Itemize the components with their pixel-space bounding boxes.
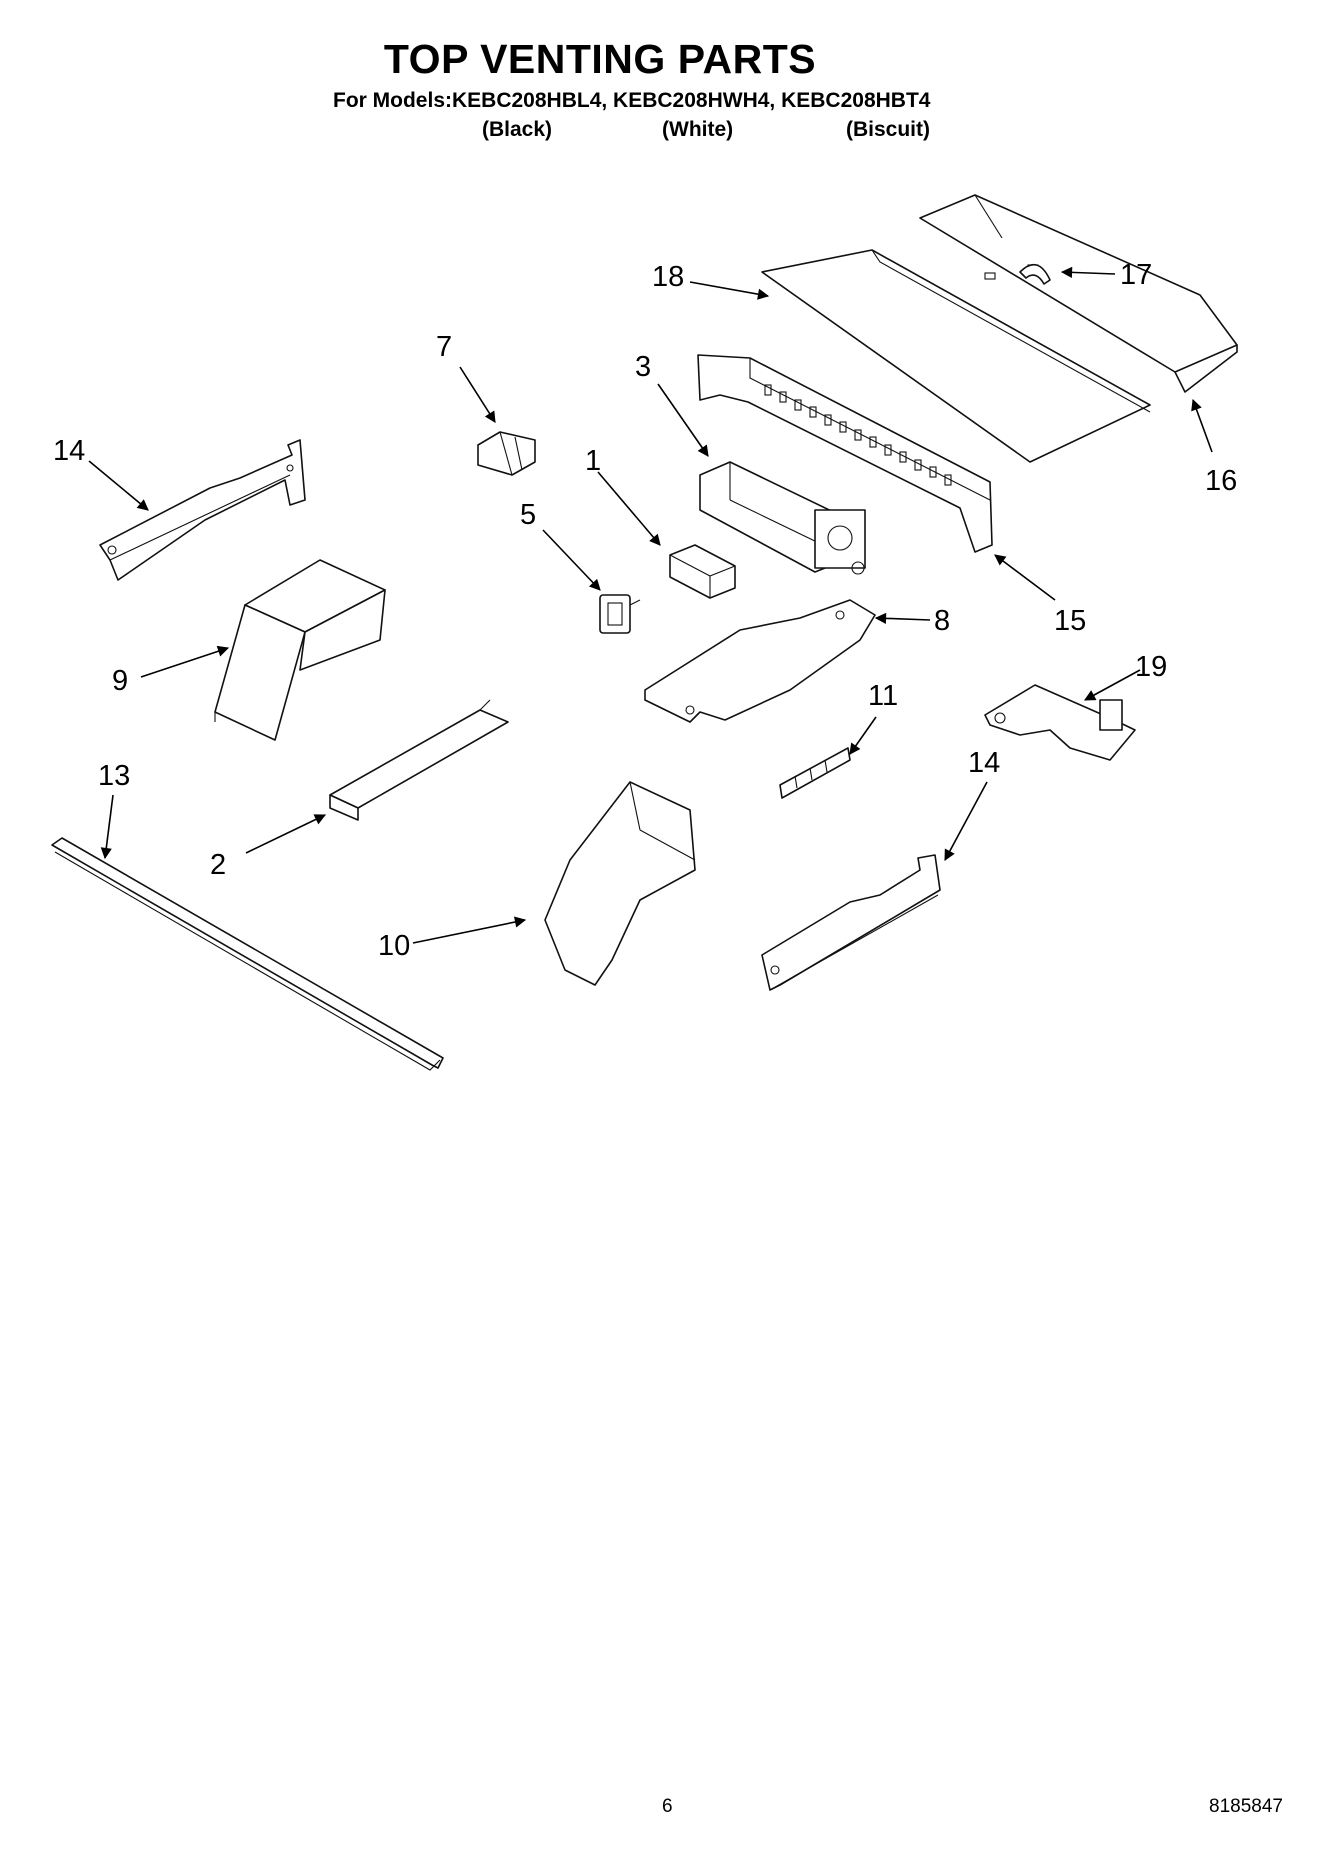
part-14-right-bracket bbox=[761, 854, 941, 991]
part-18-vent-panel bbox=[761, 249, 1151, 463]
callout-15: 15 bbox=[1054, 605, 1086, 637]
callout-9: 10 bbox=[378, 930, 410, 962]
part-1-insulator-block bbox=[669, 544, 736, 599]
callout-5: 5 bbox=[520, 499, 536, 531]
callout-17: 17 bbox=[1120, 259, 1152, 291]
part-3-motor-assembly bbox=[699, 461, 866, 575]
part-9-deflector bbox=[544, 781, 696, 986]
part-13-front-strip bbox=[51, 837, 444, 1071]
part-15-perforated-channel bbox=[697, 354, 993, 553]
part-11-terminal-strip bbox=[779, 747, 851, 799]
part-2-channel bbox=[329, 699, 509, 821]
color-biscuit: (Biscuit) bbox=[846, 118, 930, 141]
callout-10: 8 bbox=[934, 605, 950, 637]
color-black: (Black) bbox=[482, 118, 553, 141]
part-16-top-cover bbox=[919, 194, 1238, 393]
callout-2: 2 bbox=[210, 849, 226, 881]
part-5-switch bbox=[599, 594, 641, 634]
part-10-mounting-plate bbox=[644, 599, 876, 723]
part-14-left-bracket bbox=[99, 439, 306, 581]
callout-19: 19 bbox=[1135, 651, 1167, 683]
part-8-duct bbox=[214, 559, 386, 741]
callout-14-right: 14 bbox=[968, 747, 1000, 779]
callout-1: 1 bbox=[585, 445, 601, 477]
document-number: 8185847 bbox=[1209, 1796, 1283, 1817]
page-number: 6 bbox=[662, 1796, 673, 1817]
callout-11: 11 bbox=[868, 680, 898, 712]
part-17-clip bbox=[1019, 263, 1051, 285]
part-19-switch-bracket bbox=[984, 684, 1136, 761]
callout-8: 9 bbox=[112, 665, 128, 697]
color-white: (White) bbox=[662, 118, 734, 141]
callout-14-left: 14 bbox=[53, 435, 85, 467]
models-line: For Models:KEBC208HBL4, KEBC208HWH4, KEB… bbox=[333, 89, 931, 112]
part-7-terminal-block bbox=[477, 431, 536, 476]
callout-7: 7 bbox=[436, 331, 452, 363]
callout-16: 16 bbox=[1205, 465, 1237, 497]
callout-18: 18 bbox=[652, 261, 684, 293]
callout-13: 13 bbox=[98, 760, 130, 792]
callout-3: 3 bbox=[635, 351, 651, 383]
page-title: TOP VENTING PARTS bbox=[383, 36, 817, 82]
